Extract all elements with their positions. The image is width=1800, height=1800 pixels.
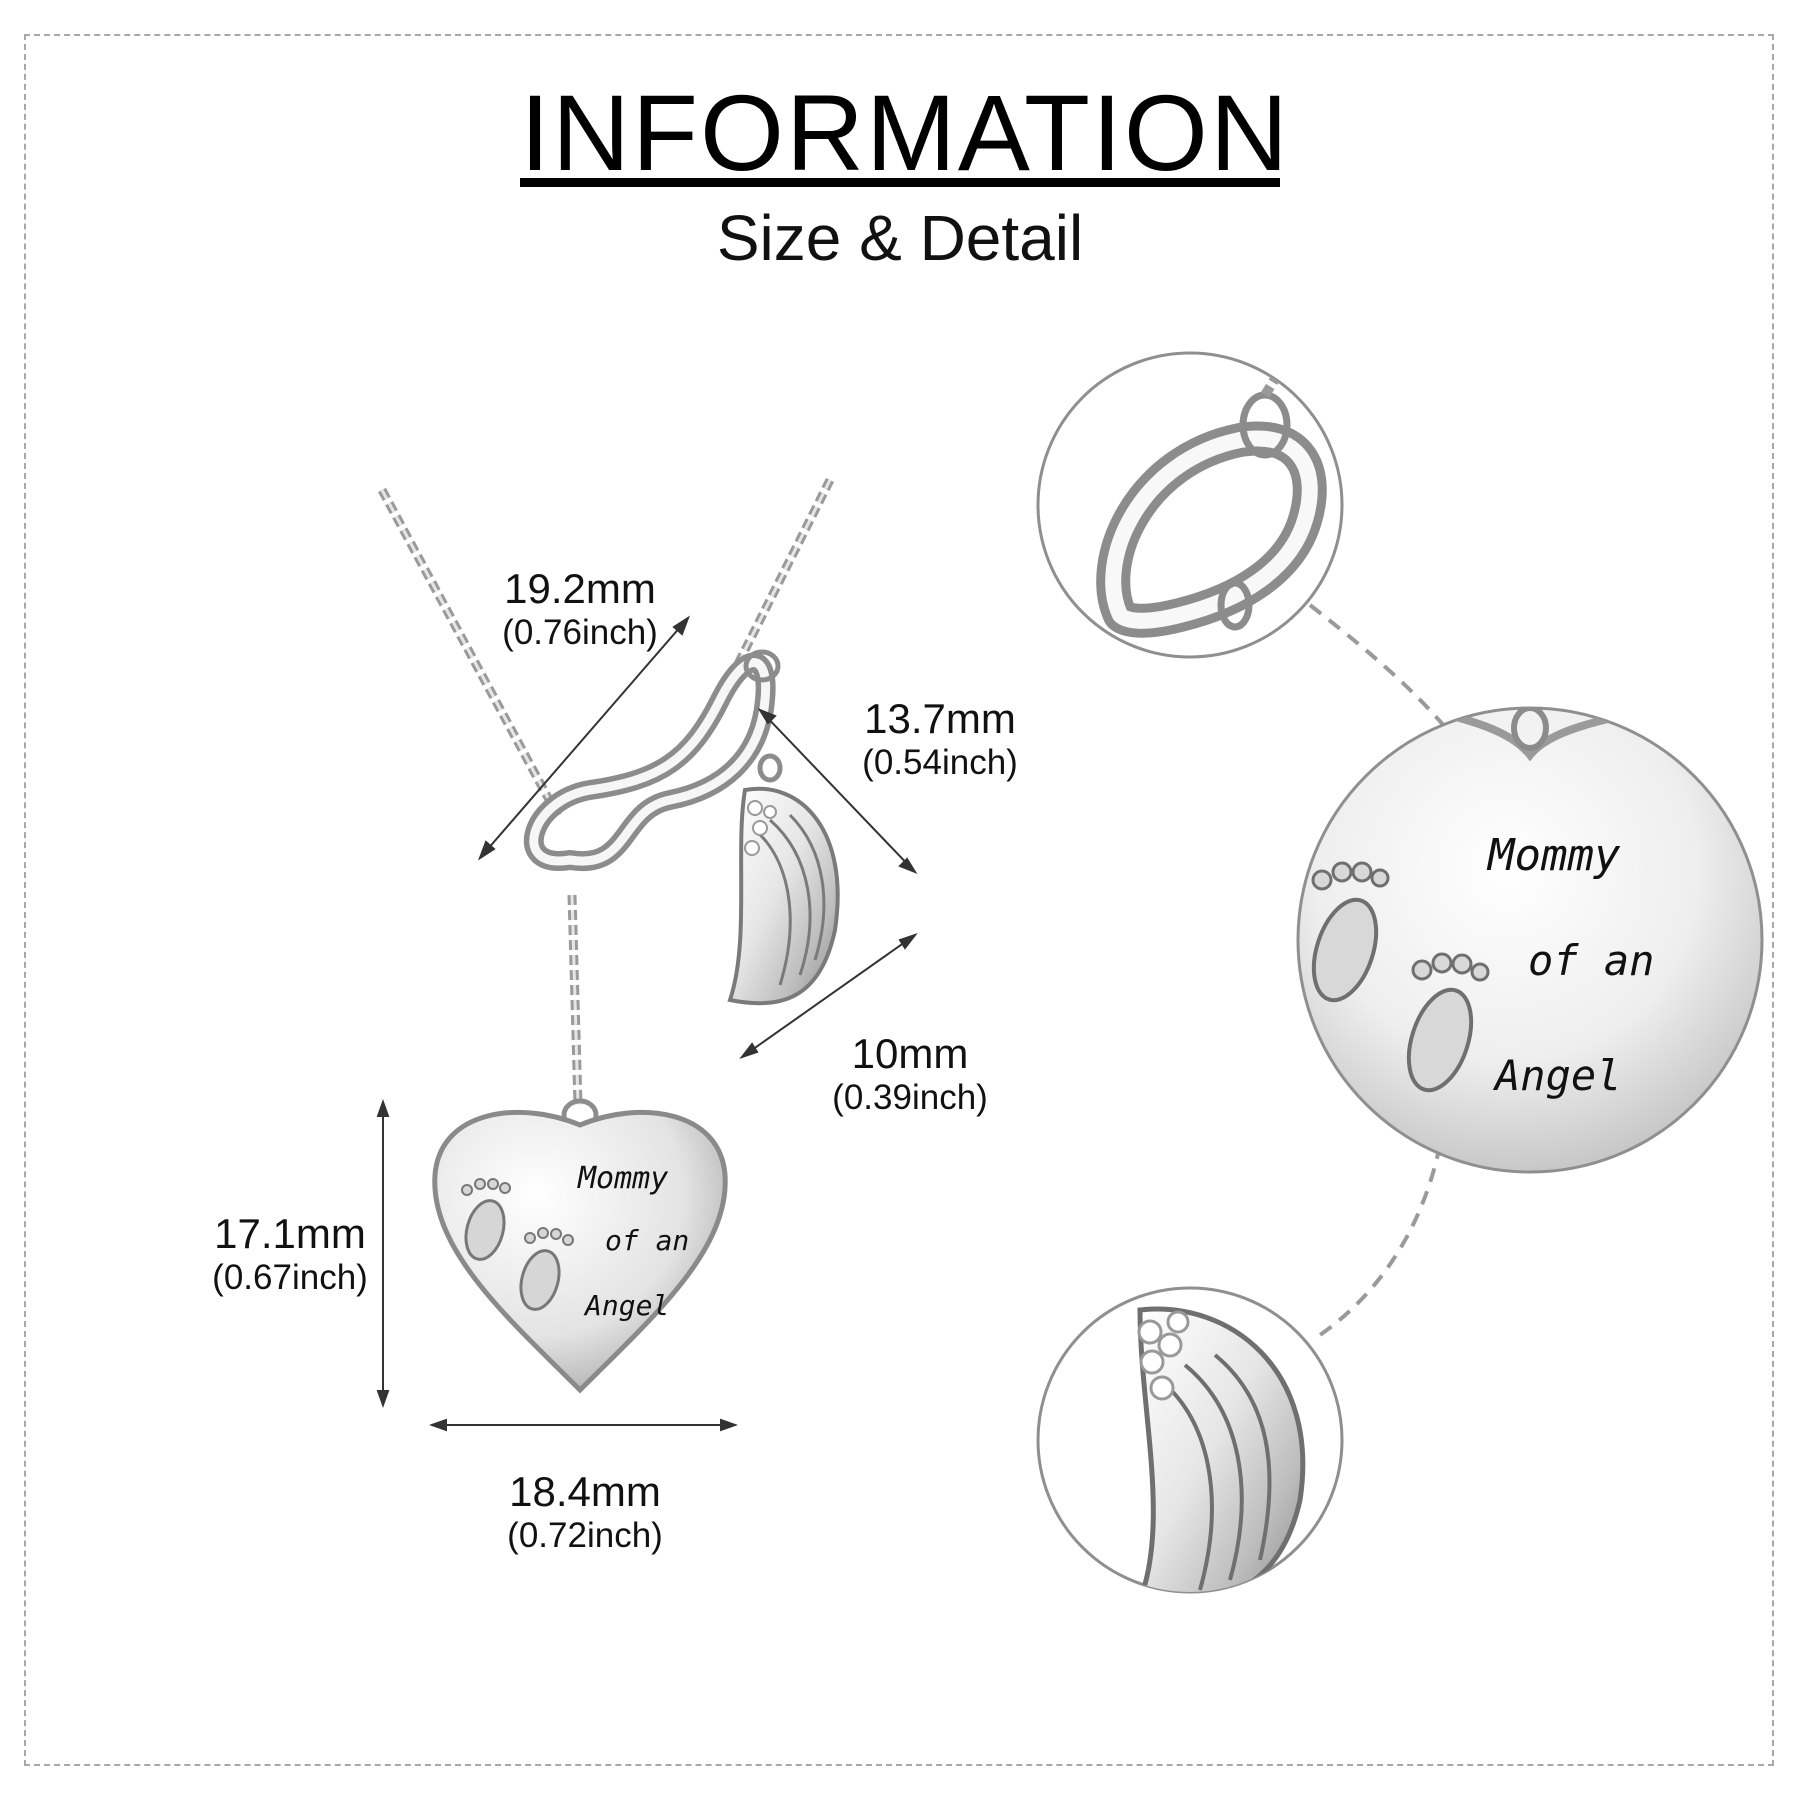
dimension-mm: 19.2mm — [504, 565, 656, 612]
dimension-inch: (0.67inch) — [212, 1258, 368, 1297]
heart-engraving-line2: of an — [605, 1224, 689, 1257]
footprint-icon — [1406, 952, 1490, 1093]
dimension-lines — [376, 615, 918, 1432]
title-underline — [520, 178, 1280, 187]
chain-width-line — [479, 617, 689, 859]
closeup-engraving-line3: Angel — [1492, 1051, 1621, 1100]
footprint-icon — [1311, 861, 1390, 1003]
chain-right — [725, 477, 835, 683]
dimension-heart-height: 17.1mm (0.67inch) — [180, 1210, 400, 1299]
closeup-engraving-line2: of an — [1528, 936, 1654, 985]
dimension-mm: 10mm — [851, 1030, 969, 1077]
chain-left — [378, 487, 564, 823]
detail-circle-infinity — [1036, 351, 1344, 659]
heart-pendant: Mommy of an Angel — [432, 1098, 728, 1394]
dimension-inch: (0.72inch) — [507, 1516, 663, 1555]
connector-bottom — [1318, 1144, 1442, 1337]
dimension-wing-length: 13.7mm (0.54inch) — [830, 695, 1050, 784]
heart-engraving-line1: Mommy — [577, 1161, 668, 1196]
chain-drop — [567, 894, 583, 1106]
wing-pendant — [727, 753, 840, 1006]
dimension-mm: 17.1mm — [214, 1210, 366, 1257]
detail-circle-heart: Mommy of an Angel — [1296, 706, 1764, 1174]
page-title: INFORMATION — [520, 72, 1290, 193]
dimension-mm: 18.4mm — [509, 1468, 661, 1515]
detail-circle-wing — [1036, 1286, 1344, 1594]
dimension-inch: (0.39inch) — [832, 1078, 988, 1117]
page-subtitle: Size & Detail — [716, 202, 1084, 274]
wing-width-line — [741, 934, 916, 1058]
footprint-icon — [519, 1227, 574, 1311]
dimension-mm: 13.7mm — [864, 695, 1016, 742]
heart-engraving-line3: Angel — [583, 1289, 669, 1322]
closeup-engraving-line1: Mommy — [1486, 830, 1621, 881]
dimension-inch: (0.76inch) — [502, 613, 658, 652]
dimension-wing-width: 10mm (0.39inch) — [800, 1030, 1020, 1119]
dimension-inch: (0.54inch) — [862, 743, 1018, 782]
wing-length-line — [759, 709, 916, 873]
dimension-chain-width: 19.2mm (0.76inch) — [470, 565, 690, 654]
infinity-pendant — [523, 649, 781, 872]
connector-top — [1308, 603, 1482, 777]
dimension-heart-width: 18.4mm (0.72inch) — [475, 1468, 695, 1557]
footprint-icon — [461, 1178, 511, 1261]
